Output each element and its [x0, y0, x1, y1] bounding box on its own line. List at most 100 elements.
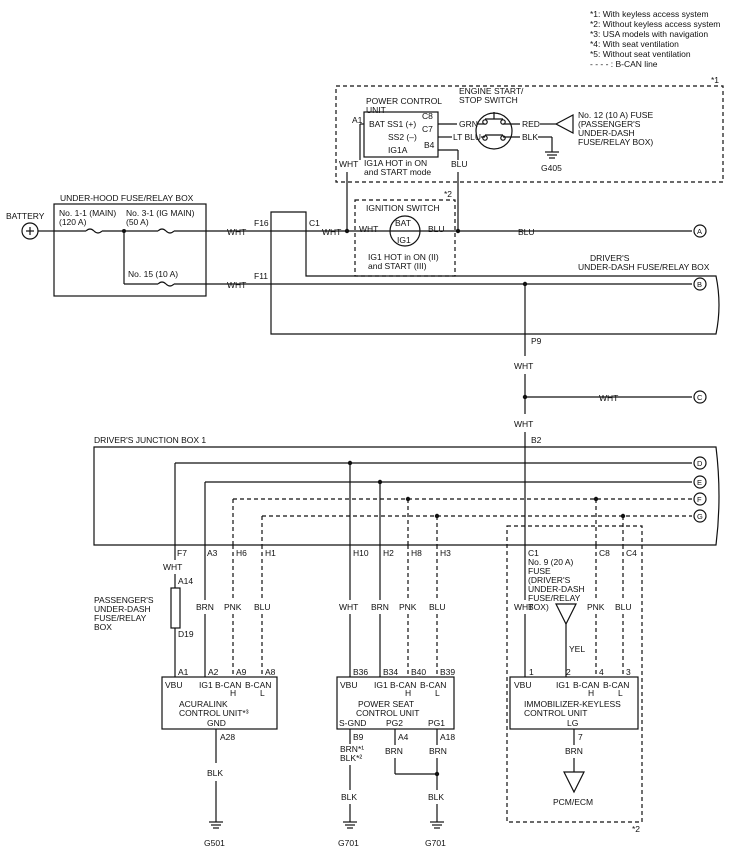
- pcm-ecm-label: PCM/ECM: [553, 797, 593, 807]
- keyless-region: [335, 85, 724, 183]
- pin-b40: B40: [411, 667, 426, 677]
- acuralink-control-unit: [161, 676, 278, 730]
- seat-bcan-l-sub: L: [435, 688, 440, 698]
- fuse-main-label-1: No. 1-1 (MAIN): [59, 208, 116, 218]
- ig1-hot-1: IG1 HOT in ON (II): [368, 252, 439, 262]
- imm-bcan-h-sub: H: [588, 688, 594, 698]
- wire-wht-f11: WHT: [227, 280, 246, 290]
- star1-label: *1: [711, 75, 719, 85]
- switch-contact-icon: [482, 135, 488, 141]
- connector-c-icon: [693, 390, 707, 404]
- wire-wht-ign: WHT: [359, 224, 378, 234]
- legend-notes: *1: With keyless access system *2: Witho…: [590, 9, 720, 69]
- pin-acl-a1: A1: [178, 667, 189, 677]
- pin-imm-7: 7: [578, 732, 583, 742]
- connector-d: D: [697, 459, 703, 468]
- wire-brn-a18: BRN: [429, 746, 447, 756]
- pass-box-label-2: UNDER-DASH: [94, 604, 151, 614]
- pin-imm-1: 1: [529, 667, 534, 677]
- fuse-9-icon: [555, 603, 577, 626]
- battery-label: BATTERY: [6, 211, 45, 221]
- power-seat-control-unit: [336, 676, 455, 730]
- pin-imm-4: 4: [599, 667, 604, 677]
- pin-p9: P9: [531, 336, 542, 346]
- wire-wht-h10: WHT: [339, 602, 358, 612]
- switch-contact-icon: [500, 135, 506, 141]
- wire-blk-a18: BLK: [428, 792, 444, 802]
- wire-brn-h2: BRN: [371, 602, 389, 612]
- seat-bcan-h-sub: H: [405, 688, 411, 698]
- acuralink-label-2: CONTROL UNIT*³: [179, 708, 249, 718]
- fuse9-label-6: BOX): [528, 602, 549, 612]
- fuse9-label-3: (DRIVER'S: [528, 575, 571, 585]
- passenger-fuse-box-icon: [170, 587, 181, 629]
- imm-lg: LG: [567, 718, 578, 728]
- connector-e: E: [697, 478, 702, 487]
- pin-a14: A14: [178, 576, 193, 586]
- immobilizer-region: [506, 525, 643, 823]
- fuse12-label-2: (PASSENGER'S: [578, 119, 641, 129]
- star2b-label: *2: [632, 824, 640, 834]
- pin-imm-2: 2: [566, 667, 571, 677]
- fuse9-label-4: UNDER-DASH: [528, 584, 585, 594]
- fuse-ig-icon: [157, 228, 175, 234]
- pin-a3: A3: [207, 548, 218, 558]
- wire-blu-imm: BLU: [615, 602, 632, 612]
- pass-box-label-1: PASSENGER'S: [94, 595, 154, 605]
- ig1a-pin: IG1A: [388, 145, 408, 155]
- acl-ig1: IG1: [199, 680, 213, 690]
- power-control-unit-label-2: UNIT: [366, 105, 386, 115]
- fuse12-label-3: UNDER-DASH: [578, 128, 635, 138]
- note-3: *3: USA models with navigation: [590, 29, 708, 39]
- ig1a-hot-2: and START mode: [364, 167, 431, 177]
- fuse9-label-2: FUSE: [528, 566, 551, 576]
- wire-brn-a4: BRN: [385, 746, 403, 756]
- under-hood-label: UNDER-HOOD FUSE/RELAY BOX: [60, 193, 194, 203]
- ign-bat: BAT: [395, 218, 411, 228]
- imm-bcan-l-sub: L: [618, 688, 623, 698]
- wire-wht-p9: WHT: [514, 361, 533, 371]
- pin-c7: C7: [422, 124, 433, 134]
- acl-bcan-l-sub: L: [260, 688, 265, 698]
- pin-jb-c1: C1: [528, 548, 539, 558]
- pin-a28: A28: [220, 732, 235, 742]
- drivers-box-label-1: DRIVER'S: [590, 253, 630, 263]
- imm-label-2: CONTROL UNIT: [524, 708, 587, 718]
- fuse9-label-5: FUSE/RELAY: [528, 593, 581, 603]
- pass-box-label-4: BOX: [94, 622, 112, 632]
- wire-blu-h1: BLU: [254, 602, 271, 612]
- pin-a1-top: A1: [352, 115, 363, 125]
- pin-imm-3: 3: [626, 667, 631, 677]
- pin-jb-c8: C8: [599, 548, 610, 558]
- note-1: *1: With keyless access system: [590, 9, 709, 19]
- wire-blk-top: BLK: [522, 132, 538, 142]
- connector-g: G: [697, 512, 703, 521]
- connector-a: A: [697, 227, 702, 236]
- junction-box-label: DRIVER'S JUNCTION BOX 1: [94, 435, 206, 445]
- pin-h8: H8: [411, 548, 422, 558]
- seat-vbu: VBU: [340, 680, 357, 690]
- note-5: *5: Without seat ventilation: [590, 49, 691, 59]
- wire-blk-b9: BLK: [341, 792, 357, 802]
- seat-bcan-h: B-CAN: [390, 680, 416, 690]
- seat-ig1: IG1: [374, 680, 388, 690]
- ig1a-hot-1: IG1A HOT in ON: [364, 158, 427, 168]
- seat-pg2: PG2: [386, 718, 403, 728]
- note-4: *4: With seat ventilation: [590, 39, 679, 49]
- note-2: *2: Without keyless access system: [590, 19, 720, 29]
- connector-f: F: [697, 495, 702, 504]
- wire-wht-c: WHT: [599, 393, 618, 403]
- seat-bcan-l: B-CAN: [420, 680, 446, 690]
- wire-blk-acl: BLK: [207, 768, 223, 778]
- connector-f-icon: [693, 492, 707, 506]
- wire-blu-pcu: BLU: [451, 159, 468, 169]
- wire-blu-a: BLU: [518, 227, 535, 237]
- pin-d19: D19: [178, 629, 194, 639]
- acl-bcan-l: B-CAN: [245, 680, 271, 690]
- pin-b4: B4: [424, 140, 435, 150]
- wire-wht-f7: WHT: [163, 562, 182, 572]
- ground-g405: G405: [541, 163, 562, 173]
- wire-pnk-imm: PNK: [587, 602, 605, 612]
- fuse15-label: No. 15 (10 A): [128, 269, 178, 279]
